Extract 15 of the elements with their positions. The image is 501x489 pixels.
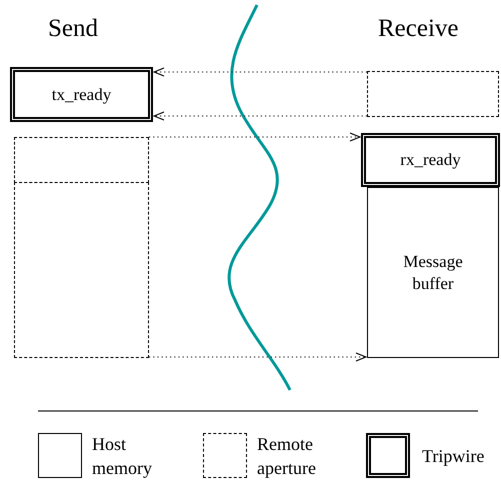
column-heading: Send (48, 14, 98, 44)
dashed-box (14, 182, 149, 358)
column-heading: Receive (378, 14, 459, 44)
memory-box: Message buffer (367, 187, 499, 358)
legend-label: Remote aperture (257, 433, 317, 480)
dotted-arrow (149, 352, 366, 362)
dotted-arrow (149, 132, 360, 142)
dotted-arrow (154, 112, 367, 120)
dashed-box (367, 71, 499, 117)
legend-label: Host memory (92, 433, 153, 480)
tripwire-box: rx_ready (361, 133, 500, 187)
dashed-box (14, 137, 149, 183)
dotted-arrow (154, 68, 367, 76)
legend-label: Tripwire (422, 445, 486, 468)
tripwire-box: tx_ready (10, 67, 153, 122)
